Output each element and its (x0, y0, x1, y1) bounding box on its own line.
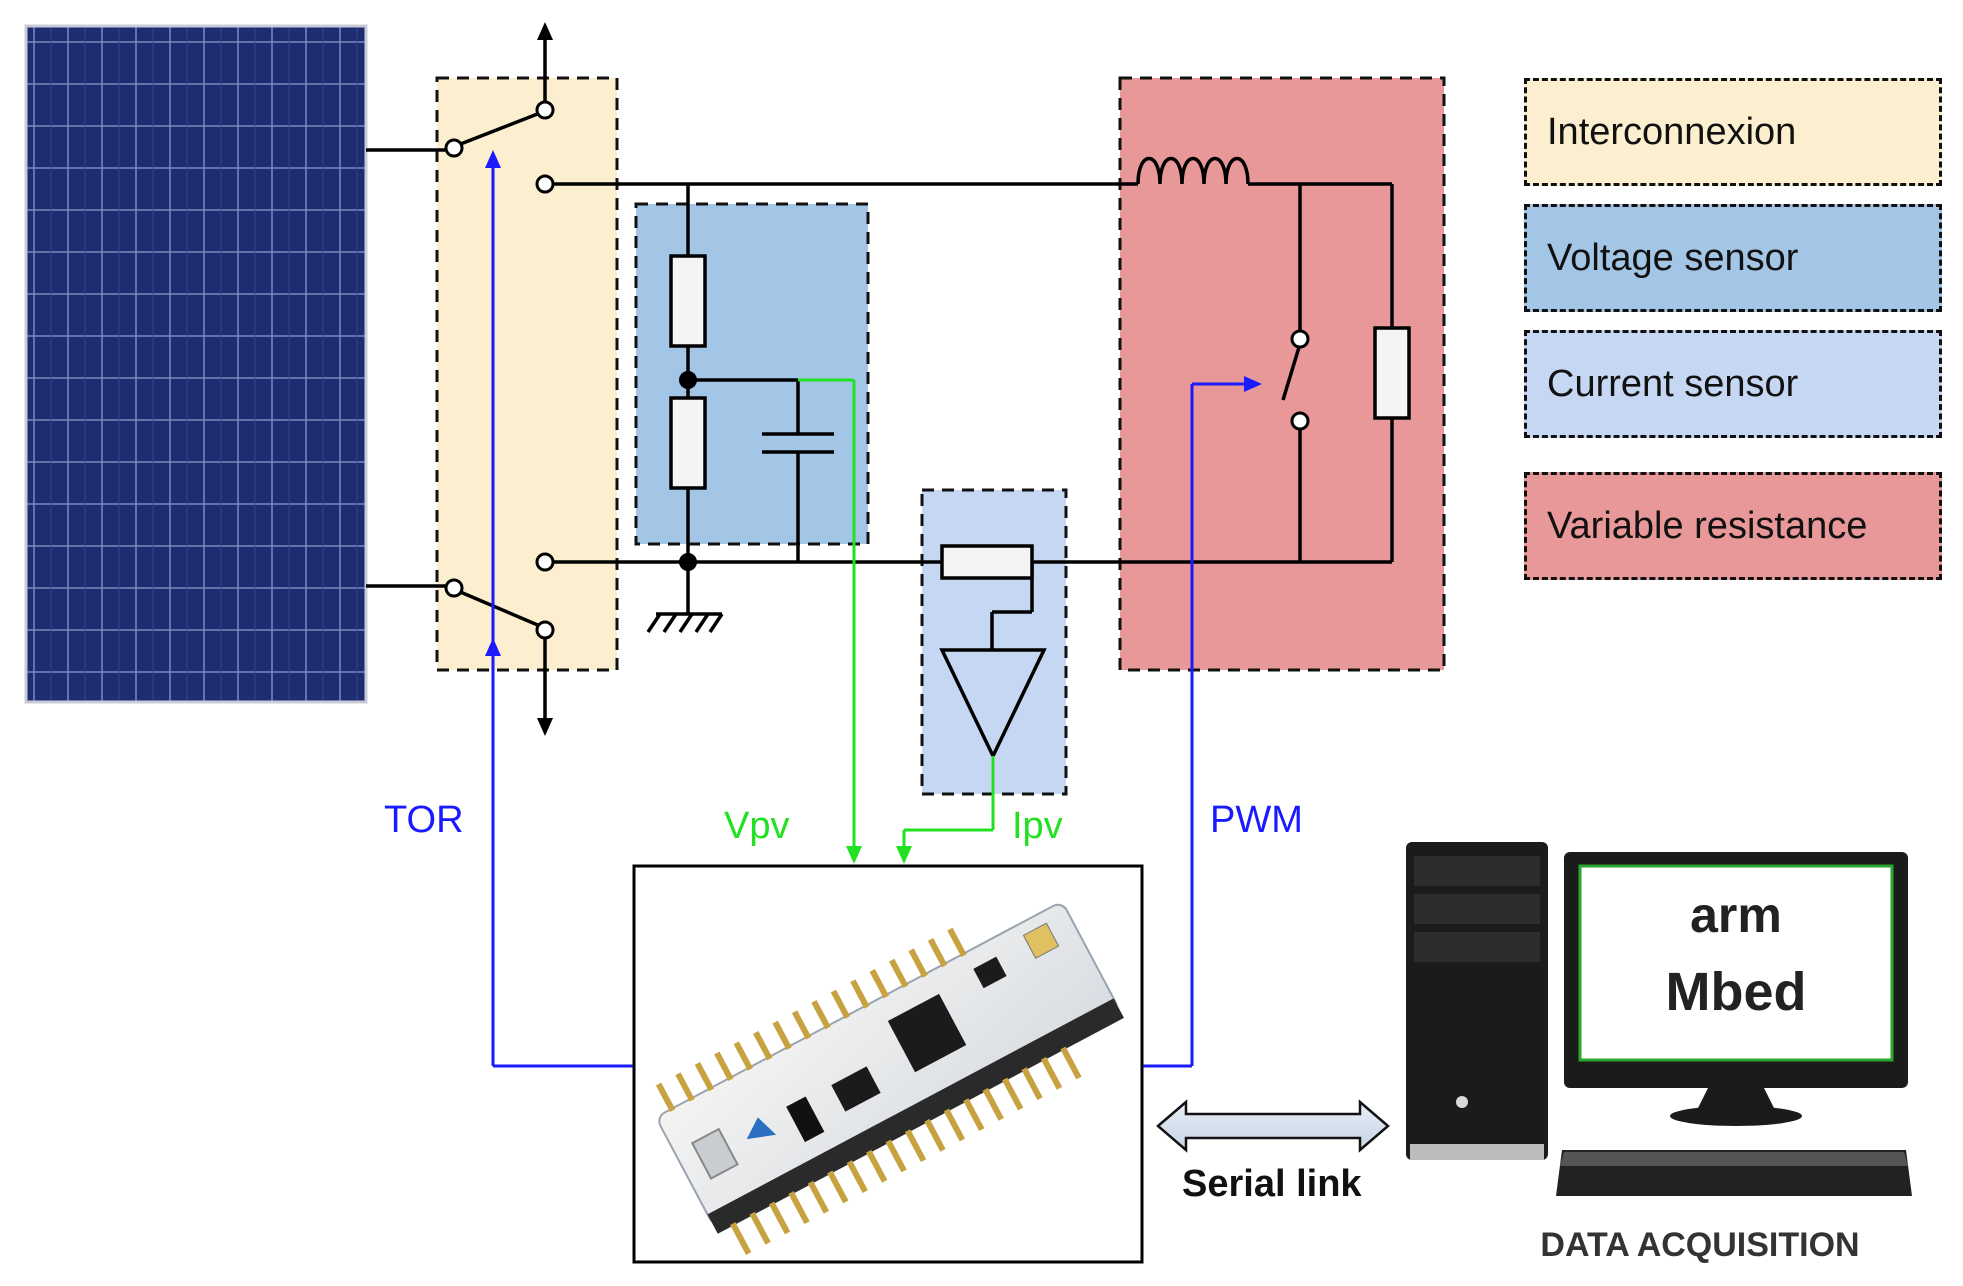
pwm-label: PWM (1210, 799, 1303, 841)
monitor-line2: Mbed (1666, 962, 1807, 1022)
serial-link-arrow-icon (1156, 1099, 1390, 1153)
legend-variable-resistance-label: Variable resistance (1547, 504, 1868, 547)
switch-terminal (444, 138, 464, 158)
switch-terminal (1290, 411, 1310, 431)
circuit-wiring (366, 32, 1394, 724)
tor-label: TOR (384, 799, 464, 841)
computer-keyboard (1556, 1150, 1912, 1196)
switch-terminal (535, 174, 555, 194)
pwm-arrow-icon (1244, 376, 1262, 392)
tor-arrow-icon (485, 638, 501, 656)
switch-terminal (444, 578, 464, 598)
sense-wires (798, 378, 995, 852)
down-arrow-icon (537, 718, 553, 736)
vpv-arrow-icon (846, 846, 862, 864)
legend-current-sensor: Current sensor (1524, 330, 1942, 438)
computer-monitor (1564, 852, 1908, 1126)
legend-voltage-sensor: Voltage sensor (1524, 204, 1942, 312)
legend-interconnexion-label: Interconnexion (1547, 110, 1797, 153)
resistor-top (669, 254, 707, 348)
legend-variable-resistance: Variable resistance (1524, 472, 1942, 580)
legend-interconnexion: Interconnexion (1524, 78, 1942, 186)
switch-terminal (535, 552, 555, 572)
serial-link-label: Serial link (1182, 1163, 1362, 1205)
switch-terminal (535, 100, 555, 120)
data-acquisition-label: DATA ACQUISITION (1540, 1226, 1859, 1264)
tor-arrow-icon (485, 150, 501, 168)
junction-dot (679, 553, 697, 571)
junction-dot (679, 371, 697, 389)
interconnexion-region (435, 76, 619, 672)
solar-panel (24, 24, 368, 704)
shunt-resistor (940, 544, 1034, 580)
computer-tower (1406, 842, 1548, 1160)
ipv-arrow-icon (896, 846, 912, 864)
nucleo-board (655, 903, 1124, 1255)
resistor-bottom (669, 396, 707, 490)
switch-terminal (535, 620, 555, 640)
control-wires (491, 160, 1250, 1068)
monitor-line1: arm (1690, 887, 1782, 943)
switch-terminal (1290, 329, 1310, 349)
vpv-label: Vpv (724, 805, 789, 847)
legend-voltage-sensor-label: Voltage sensor (1547, 236, 1799, 279)
ipv-label: Ipv (1012, 805, 1063, 847)
legend-current-sensor-label: Current sensor (1547, 362, 1799, 405)
amplifier-icon (939, 648, 1047, 761)
load-resistor (1373, 326, 1411, 420)
up-arrow-icon (537, 22, 553, 40)
